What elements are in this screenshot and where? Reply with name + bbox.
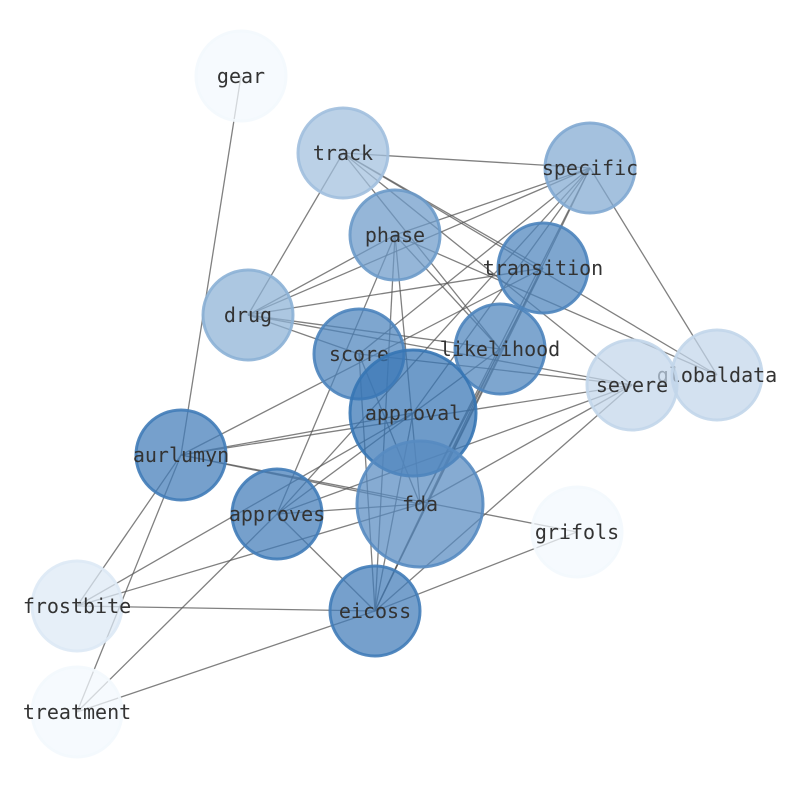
node-transition: transition xyxy=(483,221,603,315)
node-circle-specific xyxy=(543,121,637,215)
node-label-phase: phase xyxy=(365,223,425,247)
node-aurlumyn: aurlumyn xyxy=(133,408,229,502)
node-label-approves: approves xyxy=(229,502,325,526)
node-gear: gear xyxy=(194,29,288,123)
edge-transition-drug xyxy=(247,267,544,316)
node-grifols: grifols xyxy=(530,485,624,579)
node-circle-approves xyxy=(230,467,324,561)
edge-specific-score xyxy=(358,167,591,355)
node-label-fda: fda xyxy=(402,492,438,516)
node-circle-grifols xyxy=(530,485,624,579)
edge-approves-treatment xyxy=(76,513,278,713)
node-label-aurlumyn: aurlumyn xyxy=(133,443,229,467)
node-circle-frostbite xyxy=(30,559,124,653)
node-drug: drug xyxy=(201,268,295,362)
node-severe: severe xyxy=(585,338,679,432)
node-label-likelihood: likelihood xyxy=(440,337,560,361)
node-circle-likelihood xyxy=(453,302,547,396)
node-circle-severe xyxy=(585,338,679,432)
node-treatment: treatment xyxy=(23,665,131,759)
node-label-severe: severe xyxy=(596,373,668,397)
node-circle-transition xyxy=(496,221,590,315)
node-circle-fda xyxy=(355,439,485,569)
node-fda: fda xyxy=(355,439,485,569)
node-label-drug: drug xyxy=(224,303,272,327)
node-eicoss: eicoss xyxy=(328,564,422,658)
node-circle-treatment xyxy=(30,665,124,759)
node-frostbite: frostbite xyxy=(23,559,131,653)
node-label-gear: gear xyxy=(217,64,265,88)
node-circle-gear xyxy=(194,29,288,123)
edge-eicoss-treatment xyxy=(76,610,376,713)
edge-gear-aurlumyn xyxy=(180,75,242,456)
node-label-treatment: treatment xyxy=(23,700,131,724)
node-layer: geargrifolstreatmentfrostbiteglobaldatas… xyxy=(23,29,777,759)
node-circle-phase xyxy=(348,188,442,282)
node-approves: approves xyxy=(229,467,325,561)
edge-drug-severe xyxy=(247,314,633,386)
node-label-grifols: grifols xyxy=(535,520,619,544)
node-label-specific: specific xyxy=(542,156,638,180)
node-likelihood: likelihood xyxy=(440,302,560,396)
node-circle-track xyxy=(296,106,390,200)
node-specific: specific xyxy=(542,121,638,215)
edge-eicoss-severe xyxy=(374,384,633,612)
node-circle-eicoss xyxy=(328,564,422,658)
edge-eicoss-frostbite xyxy=(76,605,376,612)
node-label-frostbite: frostbite xyxy=(23,594,131,618)
node-label-approval: approval xyxy=(365,401,461,425)
node-label-eicoss: eicoss xyxy=(339,599,411,623)
node-circle-aurlumyn xyxy=(134,408,228,502)
node-track: track xyxy=(296,106,390,200)
node-label-track: track xyxy=(313,141,373,165)
node-label-transition: transition xyxy=(483,256,603,280)
node-phase: phase xyxy=(348,188,442,282)
node-circle-drug xyxy=(201,268,295,362)
